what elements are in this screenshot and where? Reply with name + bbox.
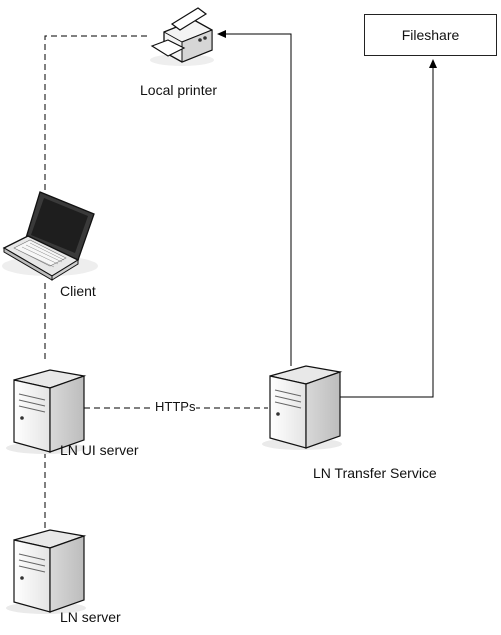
local-printer-label: Local printer: [140, 82, 218, 98]
edge-client-printer: [44, 35, 150, 190]
ln-transfer-service-label: LN Transfer Service: [313, 465, 437, 481]
server-icon-ln-ui: [6, 369, 87, 454]
fileshare-label: Fileshare: [401, 27, 460, 43]
connectors: [44, 30, 437, 528]
edge-transfer-fileshare: [338, 59, 437, 398]
laptop-icon: [2, 191, 98, 281]
printer-icon: [150, 7, 214, 66]
server-icon-transfer: [262, 365, 343, 450]
fileshare-node: Fileshare: [364, 14, 497, 56]
server-icon-ln: [6, 529, 87, 614]
edge-transfer-printer: [217, 30, 292, 366]
client-label: Client: [60, 283, 96, 299]
ln-ui-server-label: LN UI server: [60, 442, 139, 458]
ln-server-label: LN server: [60, 609, 121, 625]
https-edge-label: HTTPs: [154, 399, 197, 414]
